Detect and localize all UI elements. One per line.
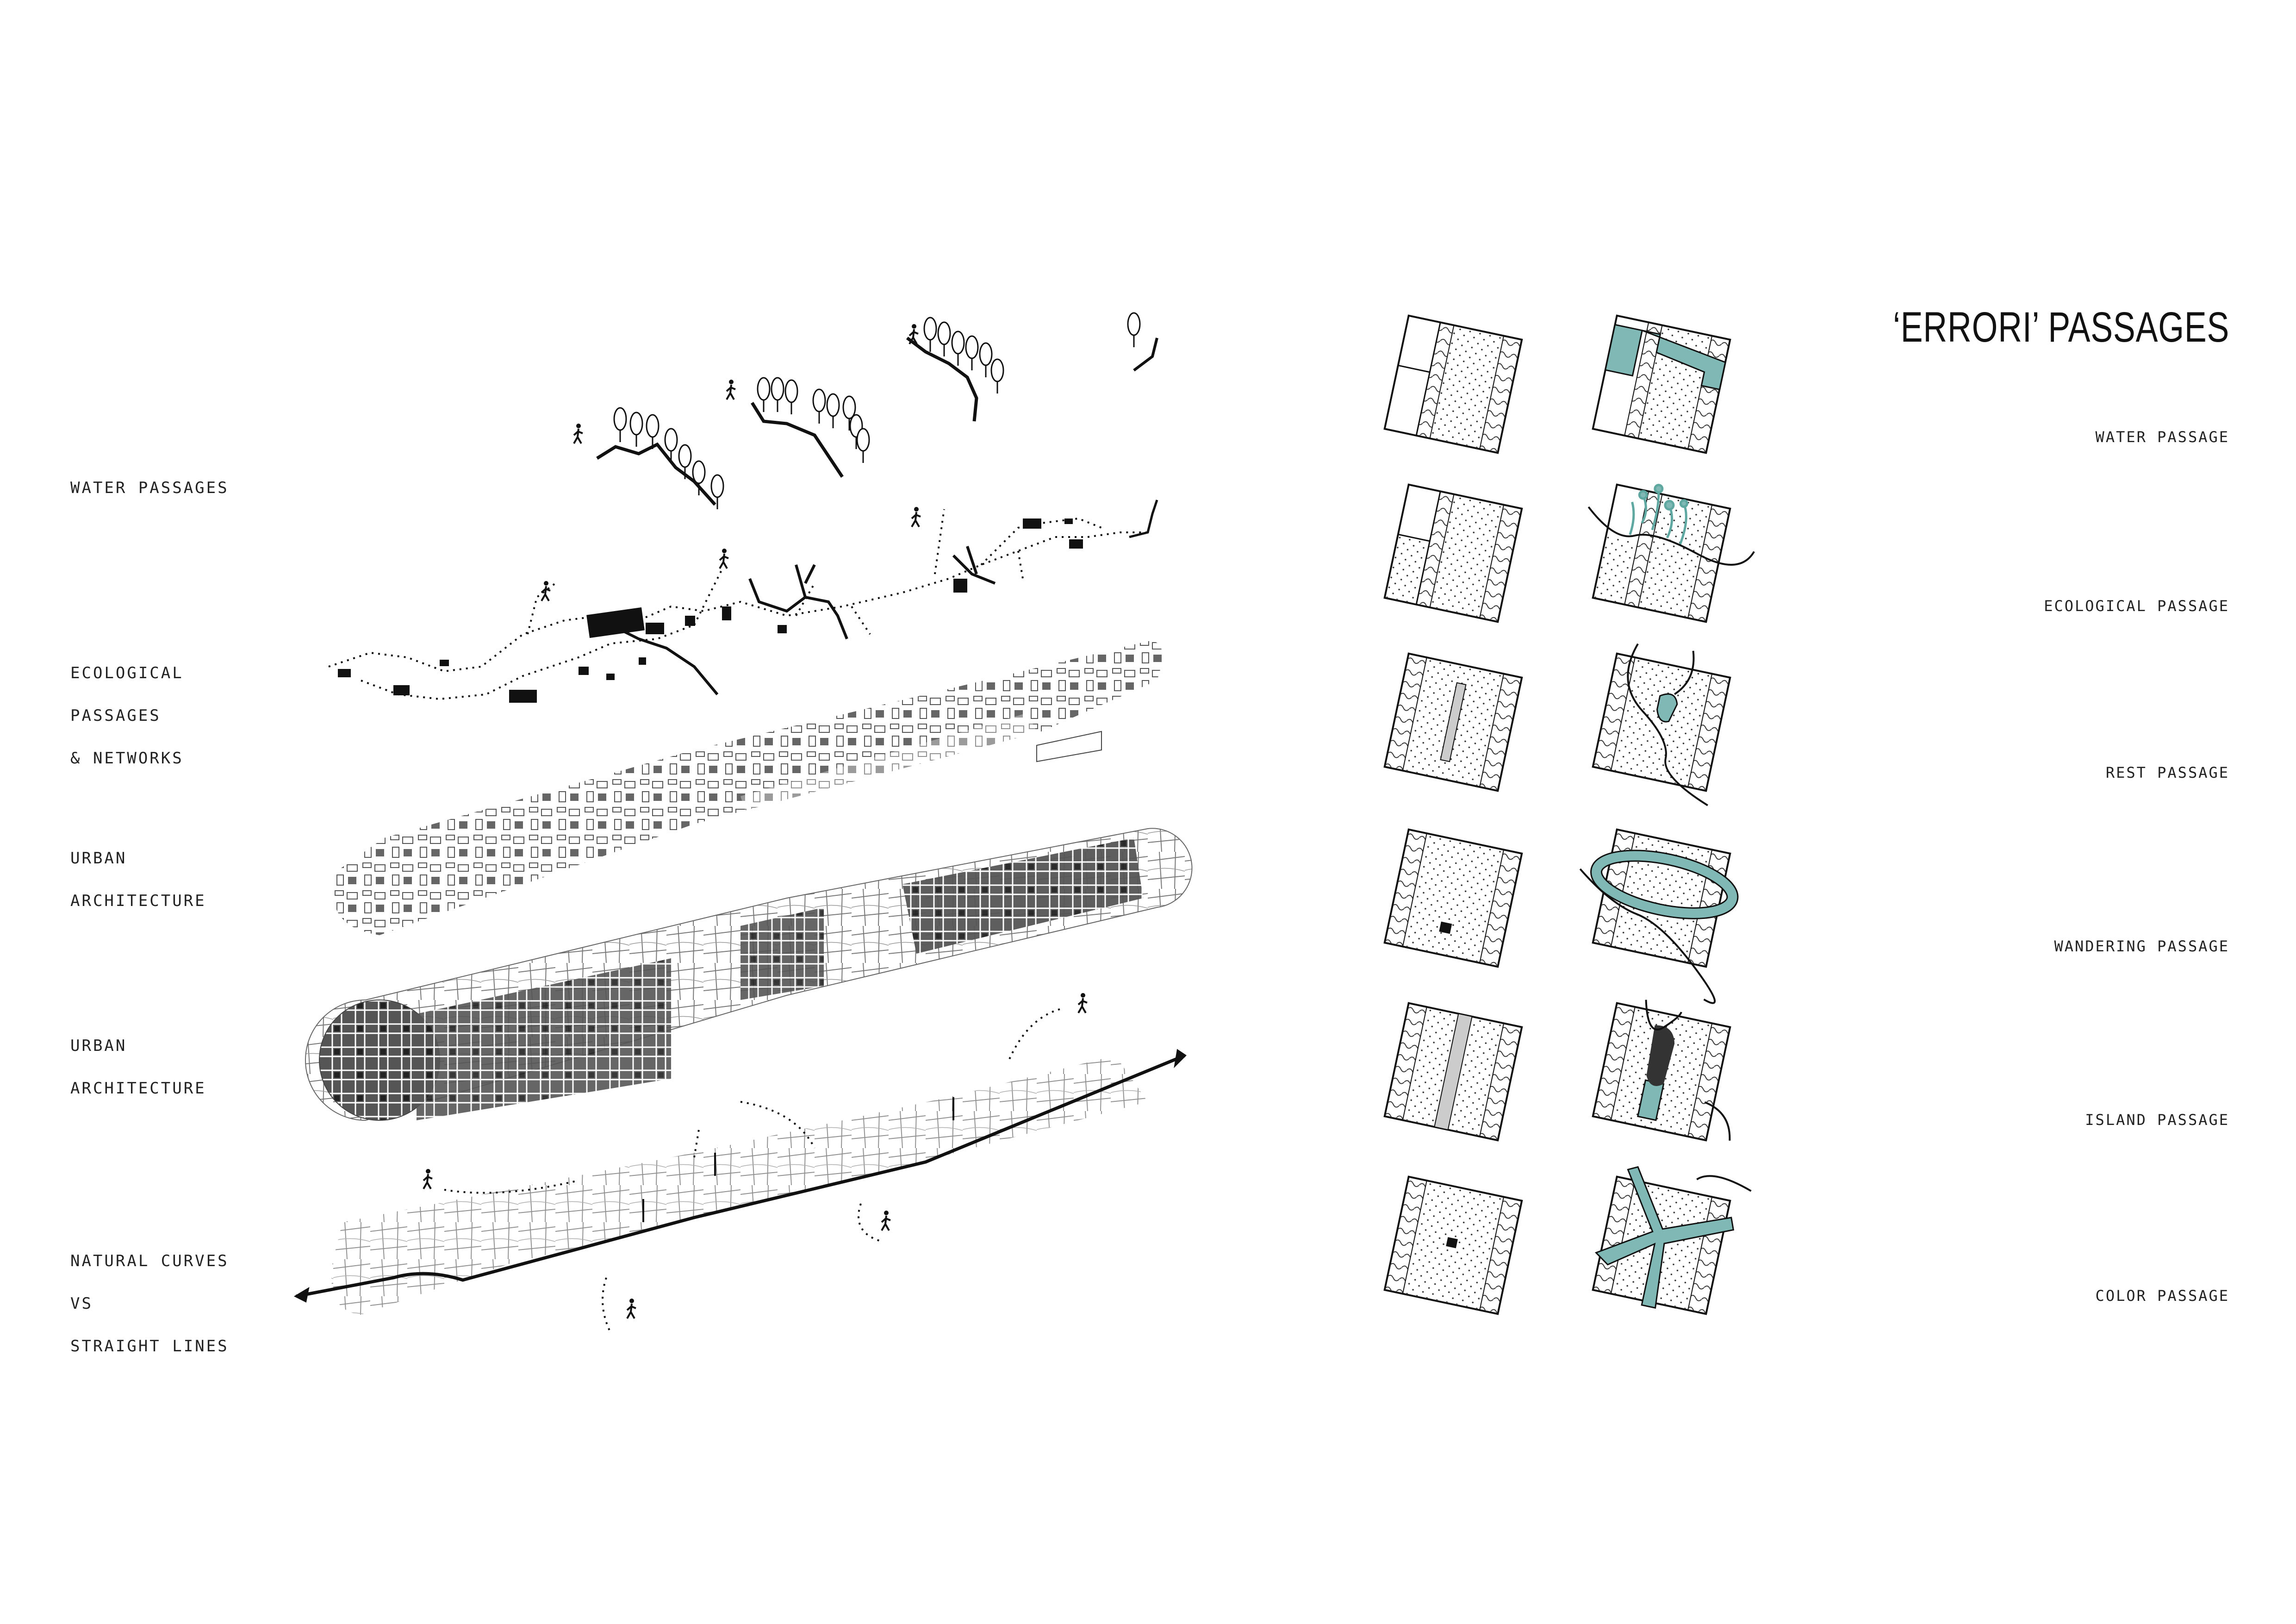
- island-passage-base: [1383, 1002, 1523, 1142]
- passage-label-wandering: WANDERING PASSAGE: [2054, 937, 2229, 955]
- passage-label-ecological: ECOLOGICAL PASSAGE: [2044, 597, 2229, 615]
- layer-label-urban-architecture-2: URBAN ARCHITECTURE: [70, 1037, 206, 1098]
- water-passage-intervention: [1592, 314, 1731, 454]
- rest-passage-base: [1383, 652, 1523, 792]
- passage-label-island: ISLAND PASSAGE: [2085, 1111, 2229, 1129]
- layer-label-natural-curves: NATURAL CURVES VS STRAIGHT LINES: [70, 1252, 229, 1355]
- rest-passage-intervention: [1592, 643, 1731, 806]
- color-passage-intervention: [1592, 1166, 1752, 1315]
- ecological-passage-intervention: [1587, 483, 1755, 623]
- layer-label-urban-architecture-1: URBAN ARCHITECTURE: [70, 849, 206, 910]
- layer-label-water-passages: WATER PASSAGES: [70, 479, 229, 497]
- passage-label-water: WATER PASSAGE: [2095, 428, 2229, 446]
- urban-architecture-layer-2: [305, 828, 1193, 1121]
- urban-architecture-layer-1: [333, 641, 1163, 935]
- natural-curves-layer: [293, 992, 1187, 1334]
- ecological-passage-base: [1383, 483, 1523, 623]
- layer-label-ecological-passages: ECOLOGICAL PASSAGES & NETWORKS: [70, 664, 184, 768]
- page-title: ‘ERRORI’ PASSAGES: [1892, 304, 2229, 351]
- passage-label-rest: REST PASSAGE: [2105, 764, 2229, 781]
- island-passage-intervention: [1592, 999, 1731, 1142]
- color-passage-base: [1383, 1175, 1523, 1315]
- passage-label-color: COLOR PASSAGE: [2095, 1287, 2229, 1305]
- wandering-passage-intervention: [1579, 828, 1739, 1004]
- wandering-passage-base: [1383, 828, 1523, 968]
- water-passages-layer: [573, 312, 1158, 510]
- ecological-network-layer: [328, 500, 1158, 703]
- water-passage-base: [1383, 314, 1523, 454]
- passage-diagrams: [1383, 314, 1755, 1315]
